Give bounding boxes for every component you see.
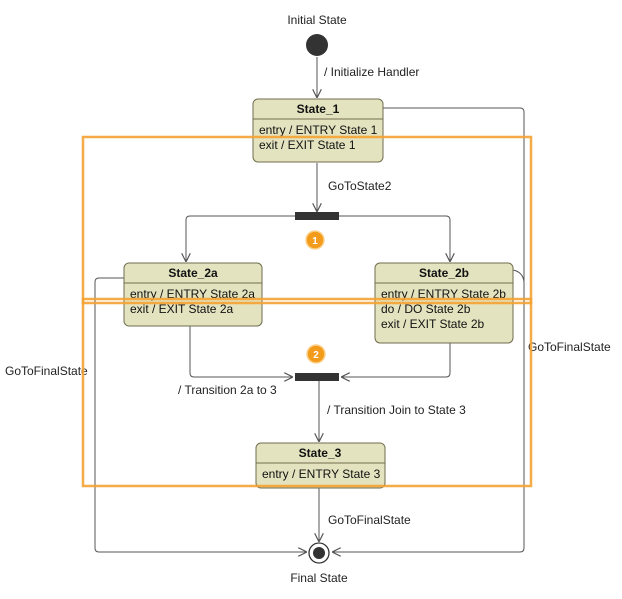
fork-bar[interactable] — [295, 212, 339, 220]
state-2b-title: State_2b — [419, 266, 469, 280]
transition-join-label: / Transition Join to State 3 — [327, 403, 466, 417]
transition-2a-to-3-label: / Transition 2a to 3 — [178, 383, 277, 397]
state-2b-exit: exit / EXIT State 2b — [381, 317, 484, 331]
state-3[interactable]: State_3 entry / ENTRY State 3 — [255, 442, 386, 489]
transition-fork-to-state-2a[interactable] — [186, 215, 296, 261]
transition-state-1-to-final[interactable] — [333, 107, 525, 552]
initial-state-label: Initial State — [287, 13, 347, 27]
goto-state2-label: GoToState2 — [328, 179, 392, 193]
initial-state-node[interactable] — [306, 34, 328, 56]
badge-1-number: 1 — [312, 236, 318, 247]
initialize-handler-label: / Initialize Handler — [324, 65, 419, 79]
transition-state-2a-to-final[interactable] — [94, 277, 306, 552]
state-1[interactable]: State_1 entry / ENTRY State 1 exit / EXI… — [252, 98, 384, 163]
goto-final-right-label: GoToFinalState — [528, 340, 611, 354]
state-2a-exit: exit / EXIT State 2a — [130, 302, 233, 316]
goto-final-bottom-label: GoToFinalState — [328, 513, 411, 527]
join-bar[interactable] — [295, 373, 339, 381]
state-3-title: State_3 — [299, 446, 342, 460]
badge-2-circle — [306, 344, 326, 364]
state-1-exit: exit / EXIT State 1 — [259, 138, 356, 152]
highlight-region-1 — [81, 135, 533, 305]
state-1-entry: entry / ENTRY State 1 — [259, 123, 378, 137]
badge-2-number: 2 — [313, 350, 319, 361]
state-1-title: State_1 — [297, 102, 340, 116]
state-2a-entry: entry / ENTRY State 2a — [130, 287, 255, 301]
transition-state-2a-to-join[interactable] — [189, 325, 292, 377]
badge-1: 1 — [305, 230, 325, 250]
state-2b-entry: entry / ENTRY State 2b — [381, 287, 506, 301]
state-2b-do: do / DO State 2b — [381, 302, 471, 316]
state-2a[interactable]: State_2a entry / ENTRY State 2a exit / E… — [123, 262, 263, 327]
highlight-region-2 — [81, 297, 533, 488]
badge-2: 2 — [306, 344, 326, 364]
final-state-label: Final State — [290, 571, 348, 585]
badge-1-circle — [305, 230, 325, 250]
transition-state-2b-to-join[interactable] — [342, 343, 451, 377]
final-state-inner-dot — [313, 547, 325, 559]
state-3-entry: entry / ENTRY State 3 — [262, 467, 381, 481]
state-2a-box[interactable] — [123, 262, 263, 327]
state-2a-title: State_2a — [168, 266, 218, 280]
transition-state-2b-to-final[interactable] — [512, 269, 525, 283]
transition-fork-to-state-2b[interactable] — [338, 215, 450, 261]
state-1-box[interactable] — [252, 98, 384, 163]
goto-final-left-label: GoToFinalState — [5, 364, 88, 378]
state-2b[interactable]: State_2b entry / ENTRY State 2b do / DO … — [374, 262, 514, 344]
state-3-box[interactable] — [255, 442, 386, 489]
